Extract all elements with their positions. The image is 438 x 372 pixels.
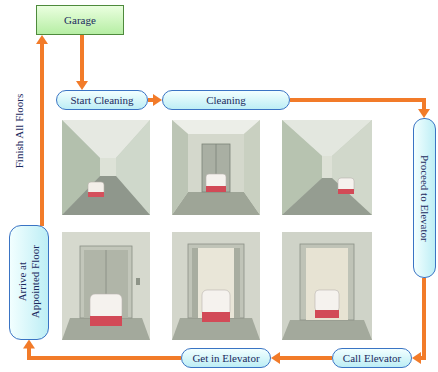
- corridor-photo: [172, 120, 260, 215]
- photo-detail: [90, 316, 122, 326]
- process-pill: Call Elevator: [332, 348, 412, 368]
- photo-detail: [172, 120, 188, 215]
- elevator-photo: [282, 232, 372, 340]
- arrow-line: [420, 278, 424, 358]
- edge-label-text: Finish All Floors: [13, 91, 26, 170]
- photo-detail: [282, 320, 372, 340]
- flow-arrow: [412, 278, 424, 364]
- elevator-photo: [172, 232, 260, 340]
- flow-arrow: [23, 340, 181, 359]
- photo-detail: [306, 248, 348, 320]
- photo-detail: [322, 156, 332, 178]
- arrowhead: [418, 109, 430, 118]
- photo-detail: [338, 178, 354, 193]
- arrowhead: [23, 340, 35, 349]
- garage-box: Garage: [36, 5, 124, 35]
- step-label: Start Cleaning: [70, 94, 133, 107]
- photo-detail: [202, 312, 230, 322]
- arrow-line: [29, 348, 181, 359]
- photo-detail: [62, 120, 150, 215]
- process-pill: Proceed to Elevator: [413, 118, 436, 278]
- arrow-line: [40, 43, 44, 226]
- photo-detail: [136, 278, 140, 285]
- photo-detail: [300, 244, 354, 320]
- edge-label: Finish All Floors: [9, 91, 27, 170]
- step-label: Get in Elevator: [192, 352, 259, 365]
- arrowhead: [36, 35, 48, 44]
- photo-detail: [282, 120, 372, 215]
- arrow-line: [290, 100, 424, 110]
- photo-detail: [100, 158, 116, 176]
- step-label: Arrive at Appointed Floor: [16, 240, 41, 324]
- photo-detail: [244, 120, 260, 215]
- process-pill: Arrive at Appointed Floor: [9, 225, 49, 340]
- flow-arrow: [36, 35, 48, 226]
- step-label: Call Elevator: [343, 352, 401, 365]
- photo-detail: [206, 186, 226, 192]
- arrowhead: [153, 94, 162, 106]
- arrow-line: [80, 35, 84, 82]
- step-label: Proceed to Elevator: [418, 155, 431, 242]
- corridor-photo: [62, 120, 150, 215]
- photo-detail: [338, 189, 354, 194]
- photo-detail: [172, 120, 260, 215]
- process-pill: Get in Elevator: [181, 348, 271, 368]
- step-label: Garage: [64, 14, 96, 27]
- flow-arrow: [76, 35, 88, 90]
- photo-detail: [88, 192, 104, 197]
- arrowhead: [412, 352, 421, 364]
- flow-arrow: [290, 100, 430, 118]
- photo-detail: [172, 232, 260, 340]
- elevator-photo: [62, 232, 150, 340]
- photo-detail: [192, 248, 198, 318]
- photo-detail: [198, 248, 234, 318]
- photo-detail: [315, 310, 339, 318]
- photo-detail: [188, 244, 244, 318]
- corridor-photo: [282, 120, 372, 215]
- arrowhead: [271, 352, 280, 364]
- flow-arrow: [148, 94, 162, 106]
- arrow-line: [279, 356, 332, 360]
- photo-detail: [234, 248, 240, 318]
- photo-detail: [62, 232, 150, 340]
- arrowhead: [76, 81, 88, 90]
- photo-detail: [315, 290, 339, 312]
- process-pill: Start Cleaning: [56, 90, 148, 110]
- photo-detail: [62, 176, 150, 215]
- flow-arrow: [271, 352, 332, 364]
- process-pill: Cleaning: [162, 90, 290, 110]
- photo-detail: [282, 178, 372, 215]
- photo-detail: [282, 232, 372, 340]
- photo-detail: [202, 144, 230, 192]
- step-label: Cleaning: [206, 94, 246, 107]
